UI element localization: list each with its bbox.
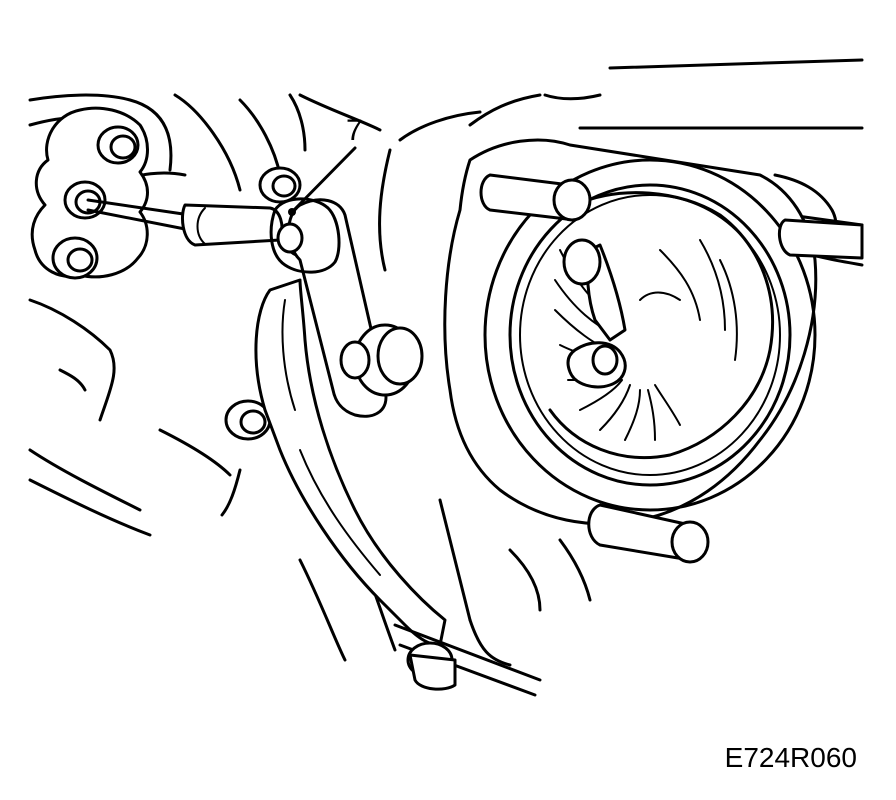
support-bracket [254, 278, 542, 697]
mounting-flange [30, 106, 149, 280]
compressor-wheel [548, 191, 775, 460]
figure-code-label: E724R060 [725, 742, 857, 773]
housing-stud-right [777, 218, 864, 260]
callout-number: 7 [346, 114, 363, 147]
callout-leader-dot [288, 208, 296, 216]
callout-7: 7 [288, 114, 363, 216]
flange-bolt-lower [51, 236, 99, 280]
wastegate-lever-arm [287, 198, 424, 418]
housing-stud-upper [479, 173, 592, 222]
flange-bolt-upper [96, 125, 140, 165]
circlip-retaining-clip [269, 197, 341, 274]
lower-bracket-bolt [224, 399, 272, 441]
housing-stud-lower [587, 503, 710, 564]
actuator-rod [86, 198, 284, 247]
actuator-bracket-bolt [258, 166, 302, 204]
flange-bolt-middle [63, 180, 107, 220]
